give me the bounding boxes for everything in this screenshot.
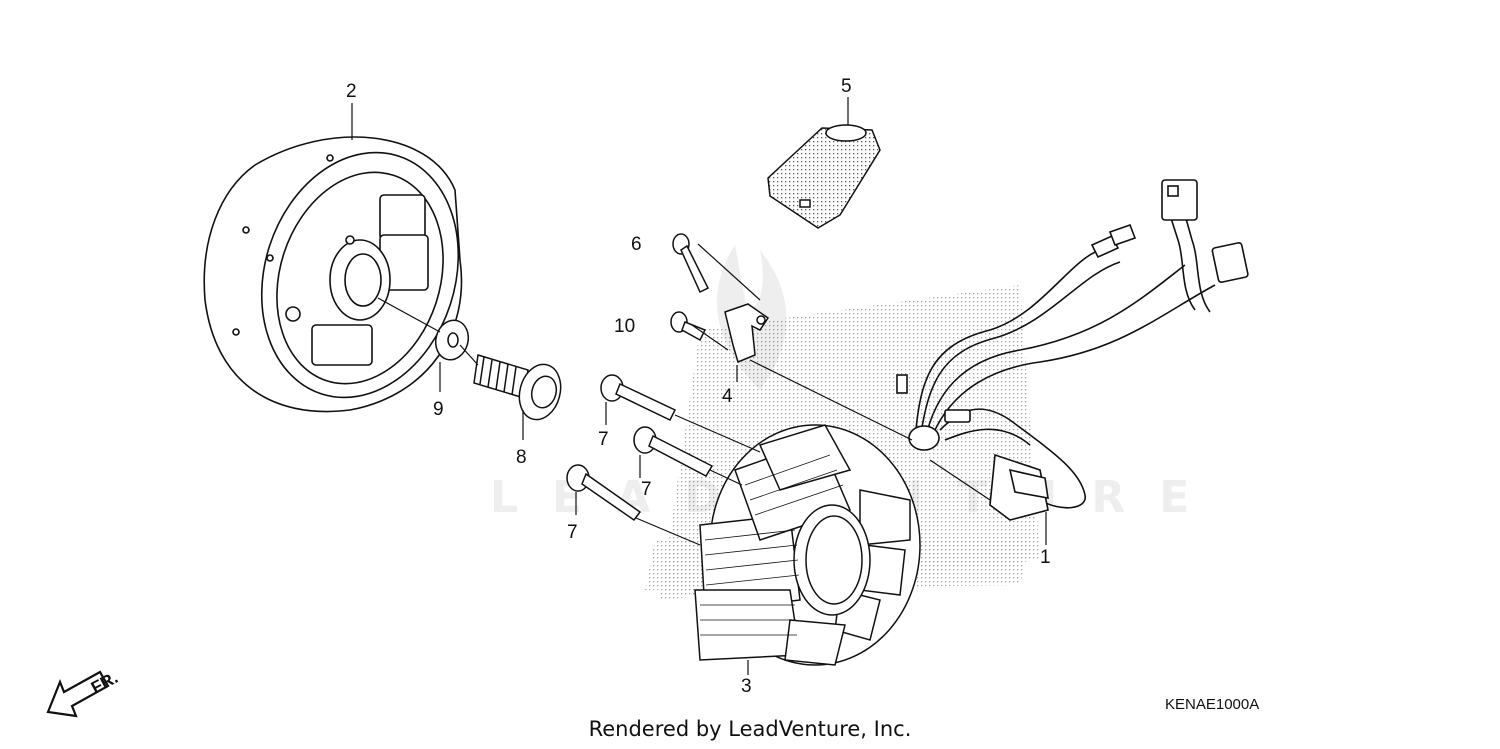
stator-coil (694, 424, 921, 666)
front-direction-arrow: FR. (46, 668, 121, 718)
flange-bolt (473, 354, 562, 421)
part-code: KENAE1000A (1165, 696, 1260, 713)
stator-assembly (896, 179, 1249, 521)
flywheel (203, 136, 463, 413)
leader-lines (351, 97, 1047, 675)
callout-9: 9 (433, 399, 444, 420)
callout-7c: 7 (567, 522, 578, 543)
wire-clamp (724, 303, 770, 364)
callout-8: 8 (516, 447, 527, 468)
washer (434, 319, 470, 361)
callout-4: 4 (722, 386, 733, 407)
credit-line: Rendered by LeadVenture, Inc. (588, 717, 912, 741)
bolt-long-b (633, 426, 714, 477)
bolt-small-top (672, 233, 710, 294)
callout-7a: 7 (598, 429, 609, 450)
callout-3: 3 (741, 676, 752, 697)
callout-6: 6 (631, 234, 642, 255)
bolt-long-a (600, 374, 677, 421)
bolt-small-bottom (670, 311, 707, 342)
callout-2: 2 (346, 81, 357, 102)
callout-1: 1 (1040, 547, 1051, 568)
callout-10: 10 (614, 316, 635, 337)
callouts: 2 5 6 10 4 9 8 7 7 7 1 3 (346, 76, 1051, 697)
callout-7b: 7 (641, 479, 652, 500)
bolt-long-c (566, 464, 642, 522)
callout-5: 5 (841, 76, 852, 97)
cover-pad (767, 124, 881, 229)
